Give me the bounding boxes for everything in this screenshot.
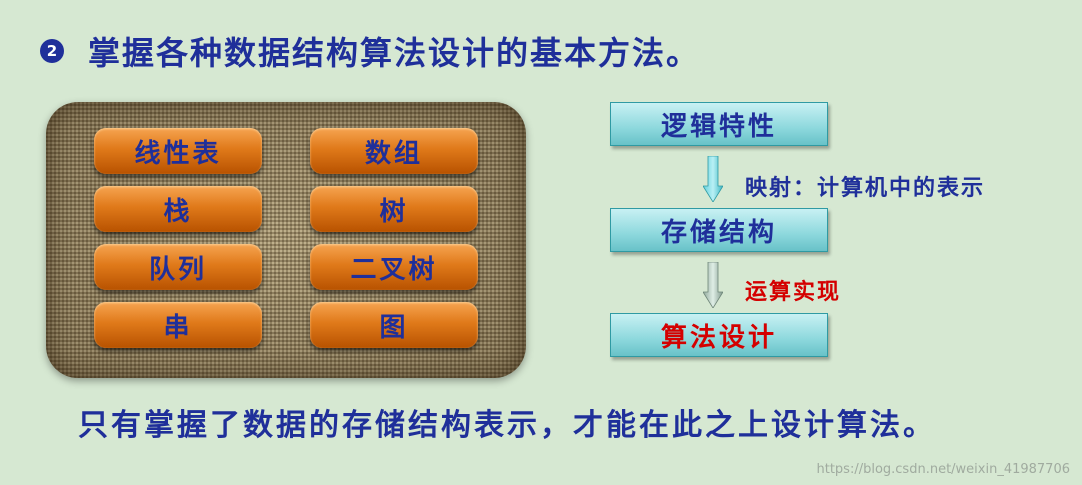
tag-graph: 图 (310, 302, 478, 348)
watermark-text: https://blog.csdn.net/weixin_41987706 (816, 462, 1070, 477)
mapping-label: 映射：计算机中的表示 (745, 175, 986, 201)
tag-tree: 树 (310, 186, 478, 232)
data-structures-panel: 线性表 数组 栈 树 队列 二叉树 串 图 (46, 102, 526, 378)
tag-queue: 队列 (94, 244, 262, 290)
down-arrow-icon (703, 262, 723, 308)
tag-linear-list: 线性表 (94, 128, 262, 174)
slide-heading: 2 掌握各种数据结构算法设计的基本方法。 (40, 28, 700, 74)
operation-label: 运算实现 (745, 279, 842, 305)
storage-structure-box: 存储结构 (610, 208, 828, 252)
heading-text: 掌握各种数据结构算法设计的基本方法。 (88, 34, 701, 72)
summary-text: 只有掌握了数据的存储结构表示，才能在此之上设计算法。 (78, 408, 936, 443)
tag-string: 串 (94, 302, 262, 348)
logic-property-box: 逻辑特性 (610, 102, 828, 146)
tag-binary-tree: 二叉树 (310, 244, 478, 290)
numbered-bullet-icon: 2 (40, 39, 64, 63)
down-arrow-icon (703, 156, 723, 202)
algorithm-design-box: 算法设计 (610, 313, 828, 357)
tag-stack: 栈 (94, 186, 262, 232)
tag-array: 数组 (310, 128, 478, 174)
